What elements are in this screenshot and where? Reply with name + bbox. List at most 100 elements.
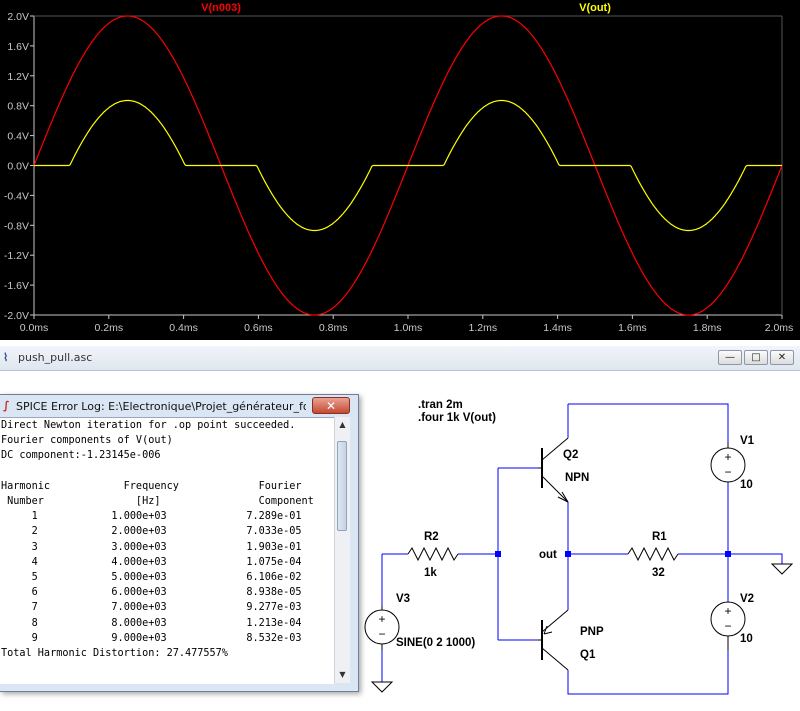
harmonic-number: 6 bbox=[31, 587, 38, 599]
minimize-button[interactable]: — bbox=[718, 350, 742, 365]
x-tick-label: 1.0ms bbox=[394, 322, 423, 334]
ground-icon bbox=[370, 681, 394, 693]
log-table-row: 8 8.000e+03 1.213e-04 bbox=[1, 618, 302, 629]
harmonic-frequency: 1.000e+03 bbox=[111, 511, 167, 523]
x-tick-label: 1.6ms bbox=[618, 322, 647, 334]
log-close-button[interactable]: ✕ bbox=[312, 397, 350, 414]
trace-label-v-n003[interactable]: V(n003) bbox=[201, 2, 241, 14]
harmonic-component: 8.938e-05 bbox=[246, 587, 302, 599]
node-junction bbox=[495, 551, 501, 557]
q1-name-label[interactable]: Q1 bbox=[580, 649, 596, 661]
x-tick-label: 0.4ms bbox=[169, 322, 198, 334]
net-label-out[interactable]: out bbox=[539, 549, 557, 561]
y-tick-label: 0.0V bbox=[7, 161, 29, 173]
x-tick-label: 0.2ms bbox=[95, 322, 124, 334]
r2-value-label[interactable]: 1k bbox=[424, 567, 437, 579]
ltspice-icon: ∫ bbox=[3, 399, 10, 412]
v1-plus-sign: + bbox=[724, 450, 731, 464]
y-tick-label: -0.4V bbox=[4, 190, 29, 202]
harmonic-frequency: 6.000e+03 bbox=[111, 587, 167, 599]
y-tick-label: -2.0V bbox=[4, 310, 29, 322]
r1-name-label[interactable]: R1 bbox=[652, 531, 667, 543]
node-junction bbox=[565, 551, 571, 557]
harmonic-component: 6.106e-02 bbox=[246, 572, 302, 584]
harmonic-frequency: 3.000e+03 bbox=[111, 541, 167, 553]
harmonic-component: 8.532e-03 bbox=[246, 632, 302, 644]
wire-r1-right bbox=[678, 553, 783, 564]
harmonic-number: 8 bbox=[31, 617, 38, 629]
x-tick-label: 1.8ms bbox=[693, 322, 722, 334]
y-tick-label: -1.6V bbox=[4, 280, 29, 292]
transistor-q1-symbol[interactable] bbox=[538, 609, 569, 671]
harmonic-component: 1.213e-04 bbox=[246, 617, 302, 629]
log-table-row: 9 9.000e+03 8.532e-03 bbox=[1, 633, 302, 644]
v2-value-label[interactable]: 10 bbox=[740, 633, 753, 645]
transistor-q2-symbol[interactable] bbox=[538, 437, 569, 503]
scroll-up-icon[interactable]: ▲ bbox=[339, 420, 346, 429]
v1-minus-sign: − bbox=[724, 465, 731, 479]
log-table-row: 2 2.000e+03 7.033e-05 bbox=[1, 526, 302, 537]
harmonic-frequency: 4.000e+03 bbox=[111, 556, 167, 568]
schematic-canvas[interactable]: + − + − + − .tran 2m bbox=[0, 370, 800, 707]
directive-tran[interactable]: .tran 2m bbox=[418, 399, 463, 411]
maximize-button[interactable]: □ bbox=[744, 350, 768, 365]
schematic-svg: + − + − + − .tran 2m bbox=[364, 399, 794, 695]
v3-minus-sign: − bbox=[378, 627, 385, 641]
log-table-row: 3 3.000e+03 1.903e-01 bbox=[1, 542, 302, 553]
log-line: Fourier components of V(out) bbox=[1, 435, 173, 447]
spice-error-log-window: ∫ SPICE Error Log: E:\Electronique\Proje… bbox=[0, 394, 359, 692]
r2-name-label[interactable]: R2 bbox=[424, 531, 439, 543]
resistor-r2-symbol[interactable] bbox=[407, 546, 459, 562]
harmonic-component: 1.903e-01 bbox=[246, 541, 302, 553]
q2-name-label[interactable]: Q2 bbox=[563, 449, 578, 461]
v3-plus-sign: + bbox=[378, 612, 385, 626]
v3-value-label[interactable]: SINE(0 2 1000) bbox=[396, 637, 475, 649]
x-tick-label: 0.0ms bbox=[20, 322, 49, 334]
log-text-area[interactable]: Direct Newton iteration for .op point su… bbox=[0, 417, 334, 684]
harmonic-frequency: 9.000e+03 bbox=[111, 632, 167, 644]
v2-name-label[interactable]: V2 bbox=[740, 593, 754, 605]
log-title: SPICE Error Log: E:\Electronique\Projet_… bbox=[16, 400, 306, 413]
log-column-header: Number [Hz] Component bbox=[1, 496, 314, 508]
harmonic-number: 5 bbox=[31, 572, 38, 584]
v3-name-label[interactable]: V3 bbox=[396, 593, 410, 605]
harmonic-component: 7.289e-01 bbox=[246, 511, 302, 523]
harmonic-frequency: 7.000e+03 bbox=[111, 602, 167, 614]
close-button[interactable]: ✕ bbox=[770, 350, 794, 365]
scroll-thumb[interactable] bbox=[337, 441, 347, 531]
y-tick-label: 1.2V bbox=[7, 71, 29, 83]
v1-name-label[interactable]: V1 bbox=[740, 435, 755, 447]
log-scrollbar[interactable]: ▲ ▼ bbox=[334, 417, 350, 683]
y-tick-label: -1.2V bbox=[4, 250, 29, 262]
x-tick-label: 1.4ms bbox=[543, 322, 572, 334]
resistor-r1-symbol[interactable] bbox=[627, 546, 679, 562]
log-titlebar[interactable]: ∫ SPICE Error Log: E:\Electronique\Proje… bbox=[0, 395, 358, 417]
harmonic-number: 4 bbox=[31, 556, 38, 568]
r1-value-label[interactable]: 32 bbox=[652, 567, 665, 579]
scroll-down-icon[interactable]: ▼ bbox=[339, 670, 346, 679]
log-line: Direct Newton iteration for .op point su… bbox=[1, 420, 296, 431]
harmonic-frequency: 2.000e+03 bbox=[111, 526, 167, 538]
directive-four[interactable]: .four 1k V(out) bbox=[418, 412, 496, 424]
harmonic-component: 9.277e-03 bbox=[246, 602, 302, 614]
schematic-title: push_pull.asc bbox=[18, 351, 93, 364]
v2-plus-sign: + bbox=[724, 604, 731, 618]
log-line: Total Harmonic Distortion: 27.477557% bbox=[1, 648, 228, 660]
wire-top-rail bbox=[568, 403, 729, 448]
q2-type-label[interactable]: NPN bbox=[565, 472, 589, 484]
q1-type-label[interactable]: PNP bbox=[580, 626, 604, 638]
ground-icon bbox=[770, 563, 794, 575]
y-tick-label: 0.8V bbox=[7, 101, 29, 113]
log-line: DC component:-1.23145e-006 bbox=[1, 450, 161, 462]
harmonic-component: 1.075e-04 bbox=[246, 556, 302, 568]
v2-minus-sign: − bbox=[724, 619, 731, 633]
schematic-titlebar[interactable]: ⌇ push_pull.asc — □ ✕ bbox=[0, 346, 800, 371]
node-junction bbox=[725, 551, 731, 557]
harmonic-frequency: 5.000e+03 bbox=[111, 572, 167, 584]
y-tick-label: -0.8V bbox=[4, 220, 29, 232]
waveform-plot-svg: V(n003) V(out) 2.0V1.6V1.2V0.8V0.4V0.0V-… bbox=[4, 2, 793, 334]
v1-value-label[interactable]: 10 bbox=[740, 479, 753, 491]
trace-label-v-out[interactable]: V(out) bbox=[579, 2, 611, 14]
log-table-row: 1 1.000e+03 7.289e-01 bbox=[1, 511, 302, 522]
